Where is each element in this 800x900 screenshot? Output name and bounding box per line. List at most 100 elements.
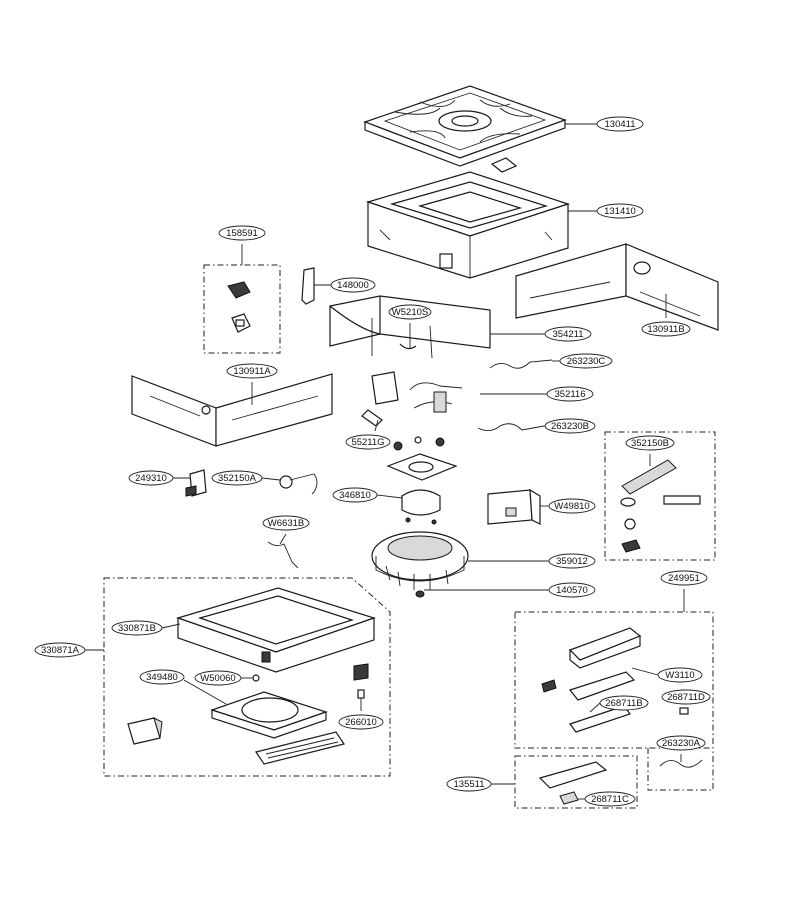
part-screw-W50060	[252, 674, 260, 682]
callout-label-346810: 346810	[339, 490, 371, 501]
callout-label-266010: 266010	[345, 717, 377, 728]
callout-263230A: 263230A	[656, 735, 706, 751]
callout-bubble-W50060	[194, 670, 242, 686]
part-pipe-kit	[620, 459, 701, 553]
callout-W6631B: W6631B	[262, 515, 310, 531]
callout-label-130911B: 130911B	[647, 324, 684, 335]
group-box-330871A	[103, 577, 391, 777]
part-sensor-wire	[267, 541, 299, 569]
callout-bubble-130911A	[226, 363, 278, 379]
part-bracket-249310	[185, 469, 207, 497]
part-filter	[255, 731, 345, 765]
callout-352150A: 352150A	[211, 470, 263, 486]
callout-label-W5210S: W5210S	[392, 307, 428, 318]
callout-352150B: 352150B	[625, 435, 675, 451]
part-motor-mount	[386, 453, 458, 525]
callout-bubble-249310	[128, 470, 174, 486]
part-wire-263230C	[489, 359, 553, 369]
callout-346810: 346810	[332, 487, 378, 503]
callout-bubble-330871A	[34, 642, 86, 658]
callout-bubble-352150A	[211, 470, 263, 486]
callout-249310: 249310	[128, 470, 174, 486]
callout-bubble-158591	[218, 225, 266, 241]
callout-135511: 135511	[446, 776, 492, 792]
callout-label-330871A: 330871A	[41, 645, 80, 656]
callout-bubble-148000	[330, 277, 376, 293]
callout-W50060: W50060	[194, 670, 242, 686]
callout-bubble-131410	[596, 203, 644, 219]
callout-268711D: 268711D	[661, 689, 711, 705]
callout-268711B: 268711B	[599, 695, 649, 711]
callout-bubble-135511	[446, 776, 492, 792]
callout-label-148000: 148000	[337, 280, 369, 291]
leader-line-W3110	[631, 667, 659, 676]
callout-label-135511: 135511	[454, 779, 485, 790]
callout-label-158591: 158591	[226, 228, 258, 239]
leader-line-346810	[376, 494, 403, 499]
part-wire-263230B	[477, 423, 545, 431]
callout-label-263230B: 263230B	[551, 421, 589, 432]
callout-263230C: 263230C	[559, 353, 613, 369]
callout-label-330871B: 330871B	[118, 623, 156, 634]
callout-W5210S: W5210S	[388, 304, 432, 320]
callout-330871A: 330871A	[34, 642, 86, 658]
callout-352116: 352116	[546, 386, 594, 402]
leader-line-330871B	[161, 623, 181, 629]
callout-bubble-266010	[338, 714, 384, 730]
callout-label-130911A: 130911A	[233, 366, 271, 377]
callout-55211G: 55211G	[345, 434, 391, 450]
callout-label-263230C: 263230C	[567, 356, 606, 367]
part-side-panel-b	[515, 243, 719, 331]
callout-label-268711D: 268711D	[667, 692, 705, 703]
callout-bubble-349480	[139, 669, 185, 685]
callout-label-354211: 354211	[553, 329, 584, 340]
leader-line-349480	[183, 679, 227, 705]
part-pcb-group	[541, 627, 689, 733]
part-fan	[371, 531, 469, 590]
callout-bubble-130911B	[641, 321, 691, 337]
group-box-352150B	[604, 431, 716, 561]
part-wire-263230A	[659, 759, 703, 768]
callout-label-352150A: 352150A	[218, 473, 257, 484]
callout-W3110: W3110	[657, 667, 703, 683]
callout-bubble-330871B	[111, 620, 163, 636]
leader-line-W6631B	[279, 533, 287, 545]
callout-bubble-268711C	[584, 791, 636, 807]
callout-label-W50060: W50060	[200, 673, 235, 684]
part-gasket	[490, 157, 518, 173]
callout-label-131410: 131410	[604, 206, 636, 217]
callout-label-249951: 249951	[668, 573, 700, 584]
callout-bubble-55211G	[345, 434, 391, 450]
part-control-box	[487, 488, 541, 525]
callout-label-263230A: 263230A	[662, 738, 701, 749]
callout-268711C: 268711C	[584, 791, 636, 807]
callout-bubble-352116	[546, 386, 594, 402]
part-panel-349480	[210, 691, 328, 739]
leader-line-268711B	[589, 702, 601, 713]
leader-lines	[85, 123, 686, 800]
callout-bubble-263230B	[544, 418, 596, 434]
callout-140570: 140570	[548, 582, 596, 598]
part-clips	[227, 281, 251, 333]
callout-label-352116: 352116	[555, 389, 586, 400]
callout-bubble-W3110	[657, 667, 703, 683]
callout-bubble-263230C	[559, 353, 613, 369]
callout-bubble-268711D	[661, 689, 711, 705]
callout-158591: 158591	[218, 225, 266, 241]
callout-label-130411: 130411	[605, 119, 636, 130]
callout-130911B: 130911B	[641, 321, 691, 337]
callout-bubble-130411	[596, 116, 644, 132]
group-box-158591	[203, 264, 281, 354]
callout-130911A: 130911A	[226, 363, 278, 379]
callout-266010: 266010	[338, 714, 384, 730]
part-connector-266010	[353, 663, 369, 699]
leader-line-352150A	[261, 477, 281, 481]
callout-349480: 349480	[139, 669, 185, 685]
callout-label-359012: 359012	[556, 556, 588, 567]
callout-249951: 249951	[660, 570, 708, 586]
callout-bubble-W6631B	[262, 515, 310, 531]
callout-label-349480: 349480	[146, 672, 178, 683]
leader-line-55211G	[374, 419, 379, 432]
